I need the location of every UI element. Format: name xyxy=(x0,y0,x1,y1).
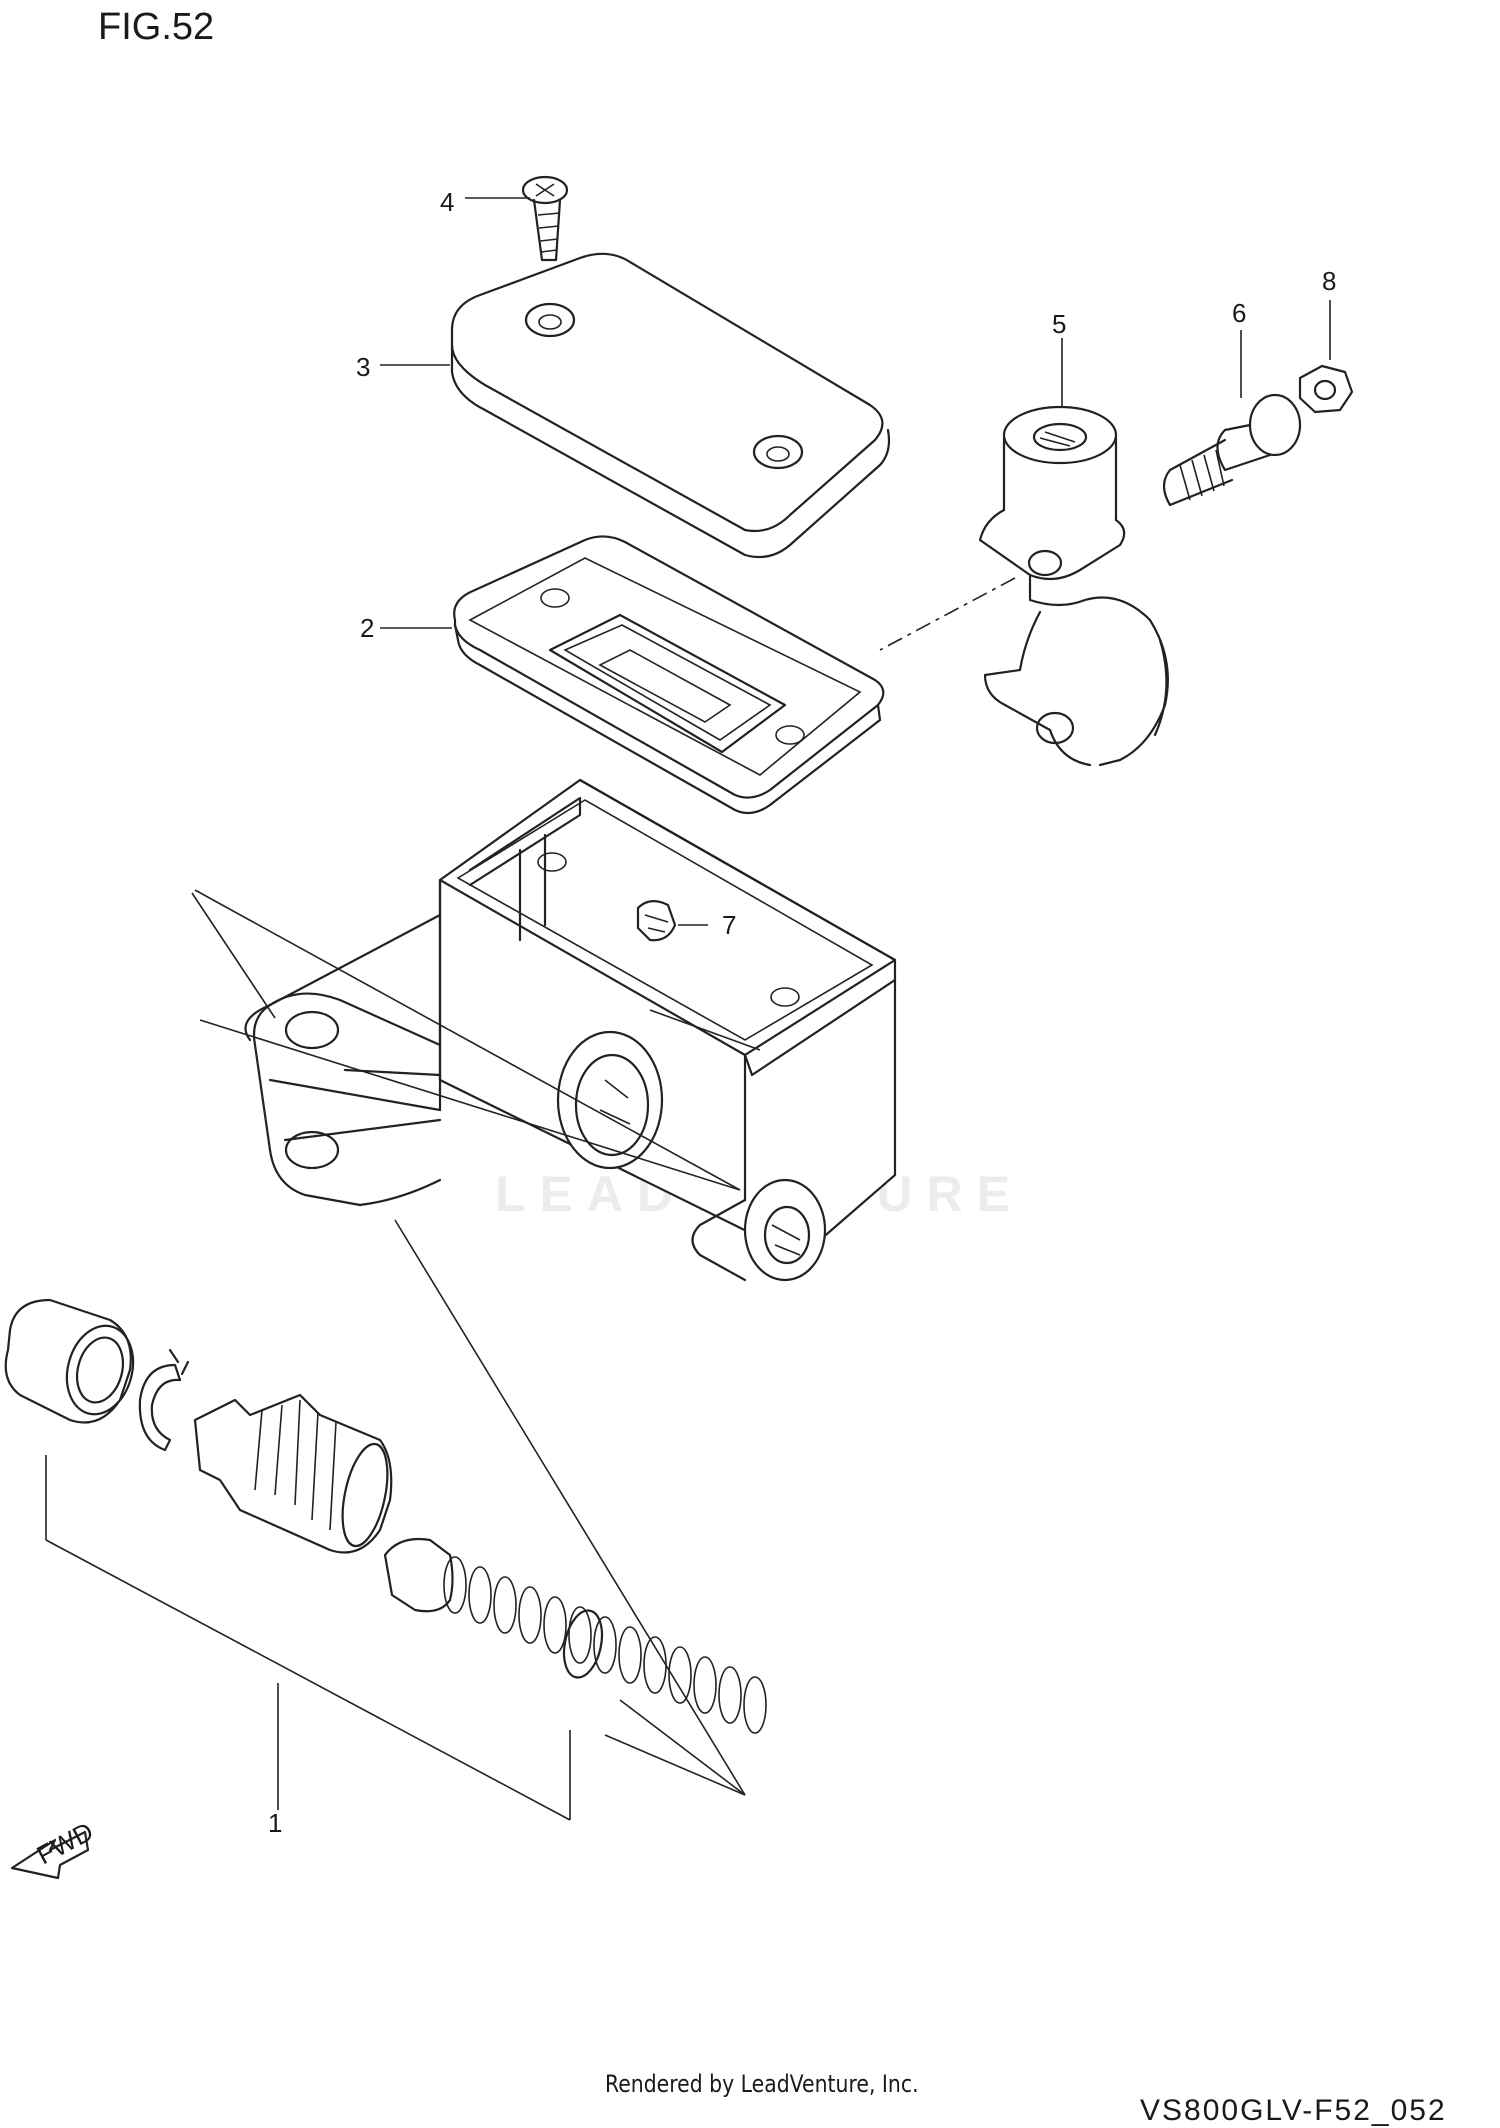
callout-3: 3 xyxy=(356,352,370,382)
master-cylinder-body xyxy=(244,778,897,1282)
callout-labels: 4 3 2 5 6 8 7 1 xyxy=(268,187,1336,1838)
part-2-diaphragm xyxy=(453,535,885,815)
part-5-clamp xyxy=(978,405,1169,767)
callout-8: 8 xyxy=(1322,266,1336,296)
callout-5: 5 xyxy=(1052,309,1066,339)
spring xyxy=(443,1556,767,1734)
leader-lines xyxy=(191,197,1331,1796)
part-4-screw xyxy=(521,175,569,262)
callout-6: 6 xyxy=(1232,298,1246,328)
callout-1: 1 xyxy=(268,1808,282,1838)
kit-bracket xyxy=(45,1455,571,1821)
part-3-reservoir-cap xyxy=(450,252,891,559)
part-8-nut xyxy=(1298,364,1354,414)
part-1-piston-kit xyxy=(4,1298,767,1734)
footer-credit: Rendered by LeadVenture, Inc. xyxy=(605,2070,919,2098)
callout-2: 2 xyxy=(360,613,374,643)
fwd-arrow-icon: FWD xyxy=(10,1816,98,1880)
part-6-bolt xyxy=(1162,393,1302,507)
callout-7: 7 xyxy=(722,910,736,940)
drawing-code: VS800GLV-F52_052 xyxy=(1140,2094,1447,2127)
figure-title: FIG.52 xyxy=(98,6,215,48)
part-7-fitting xyxy=(636,900,677,942)
callout-4: 4 xyxy=(440,187,454,217)
